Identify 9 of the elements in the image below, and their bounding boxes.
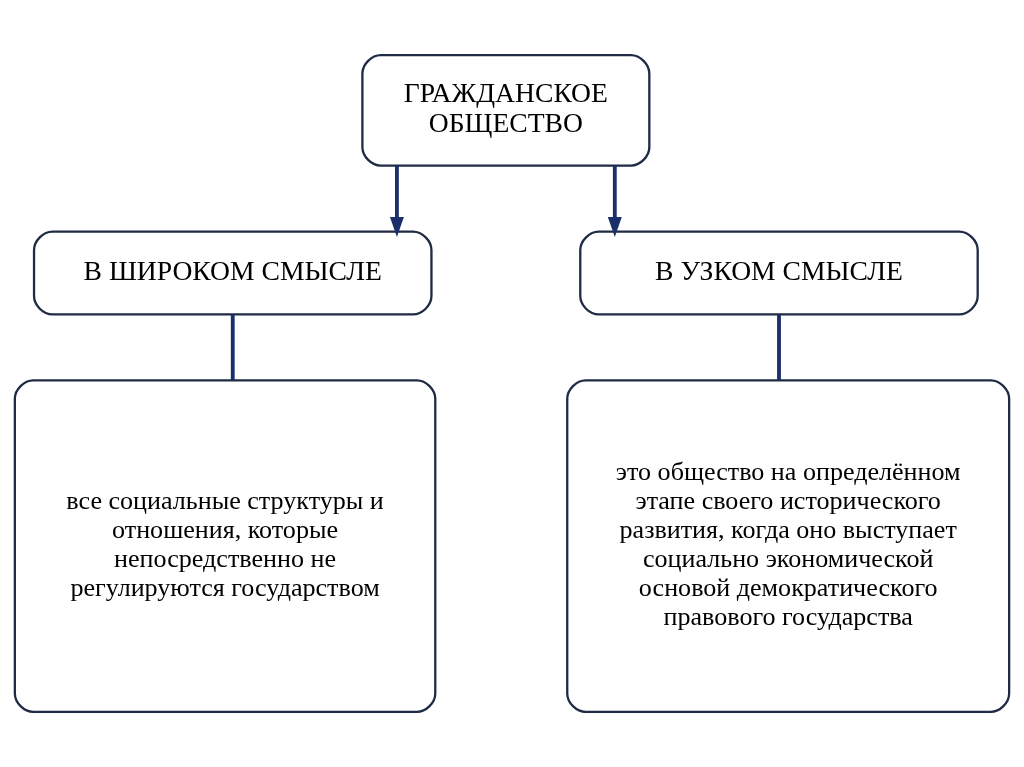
- node-box: все социальные структуры и отношения, которые непосредственно не регулируются государством: [13, 379, 437, 713]
- node-box: В ШИРОКОМ СМЫСЛЕ: [32, 230, 433, 316]
- node-box: это общество на определённом этапе своего исторического развития, когда оно выступает социально экономической основой демократического правового государства: [566, 379, 1011, 713]
- connector: [777, 314, 781, 380]
- arrow: [389, 165, 404, 237]
- node-box: ГРАЖДАНСКОЕ ОБЩЕСТВО: [361, 54, 651, 167]
- arrow: [607, 165, 622, 237]
- node-box: В УЗКОМ СМЫСЛЕ: [579, 230, 979, 316]
- connector: [230, 314, 235, 380]
